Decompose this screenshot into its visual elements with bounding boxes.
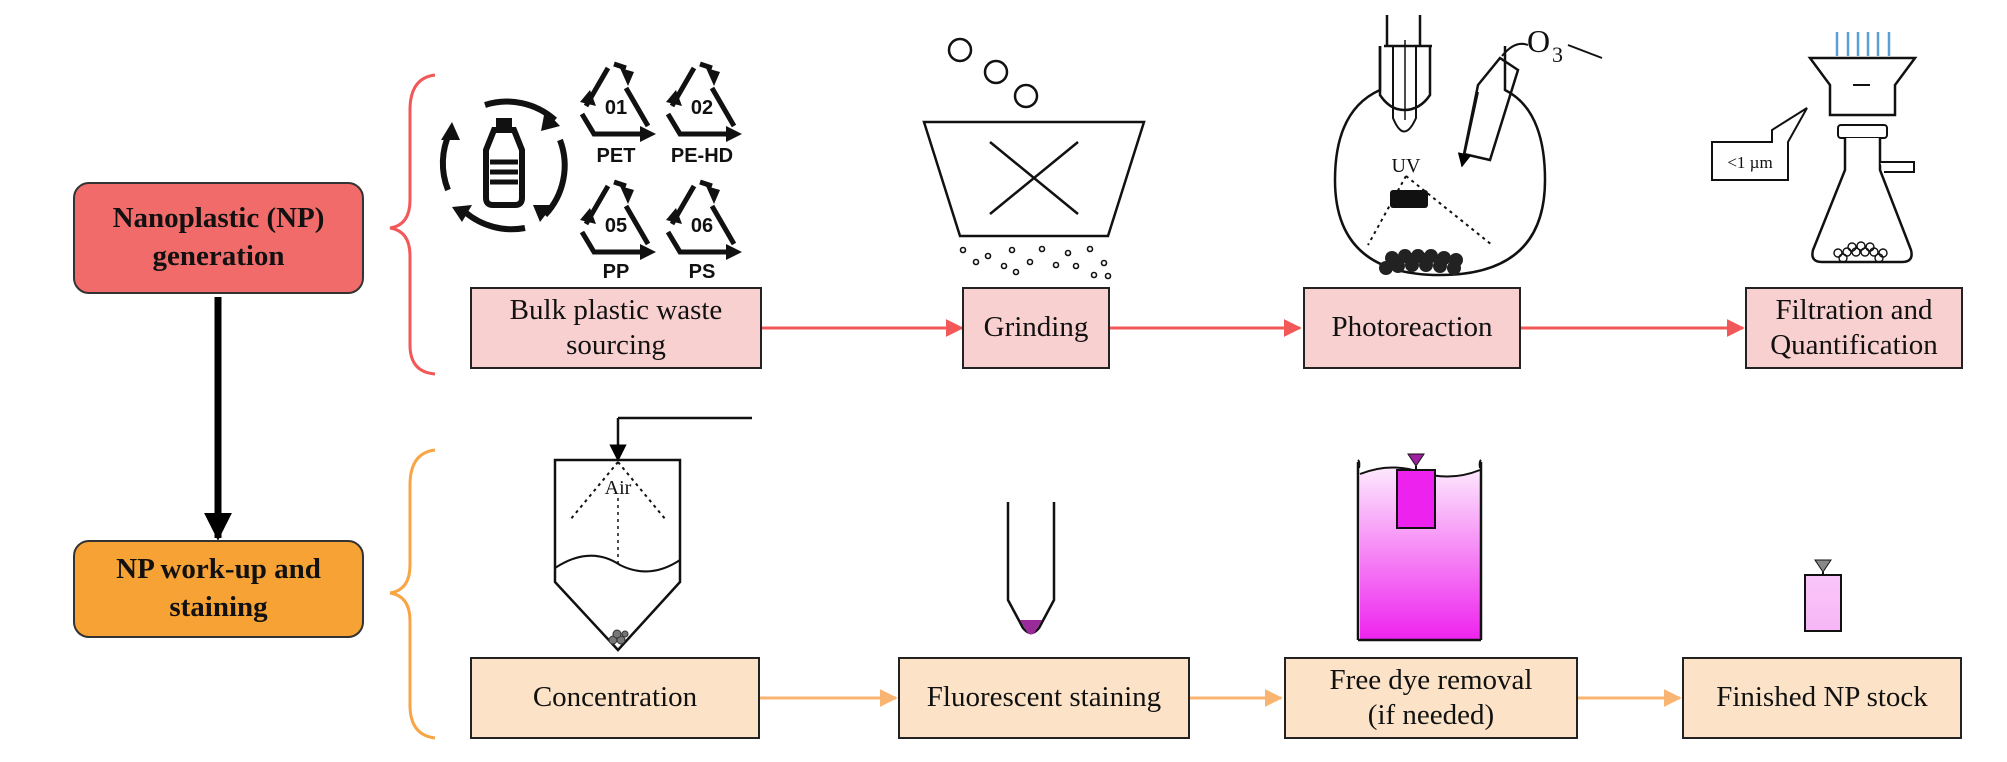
generation-phase-box: Nanoplastic (NP) generation bbox=[73, 182, 364, 294]
dialysis-beaker-icon bbox=[1356, 453, 1483, 642]
step-label-line2: (if needed) bbox=[1367, 699, 1495, 731]
concentrator-vessel-icon: Air bbox=[553, 416, 752, 652]
workup-brace bbox=[389, 448, 436, 740]
grinder-icon bbox=[922, 37, 1146, 280]
recycling-code-number: 05 bbox=[605, 215, 627, 237]
filter-size-label: <1 µm bbox=[1727, 153, 1772, 172]
recycling-code-name: PET bbox=[597, 145, 636, 167]
uv-label: UV bbox=[1392, 155, 1421, 177]
step-label-line1: Filtration and bbox=[1775, 293, 1933, 326]
step-label-line1: Bulk plastic waste bbox=[509, 293, 723, 326]
nanoplastic-vial-icon bbox=[1804, 559, 1842, 632]
step-label-line1: Concentration bbox=[532, 681, 698, 714]
generation-phase-label: Nanoplastic (NP) generation bbox=[112, 202, 325, 272]
step-photoreaction: Photoreaction bbox=[1303, 287, 1521, 369]
step-free-dye-removal: Free dye removal (if needed) bbox=[1284, 657, 1578, 739]
step-label-line2: Quantification bbox=[1770, 329, 1938, 361]
step-label-line2: sourcing bbox=[566, 329, 666, 361]
step-label-line1: Grinding bbox=[983, 311, 1089, 344]
air-label: Air bbox=[605, 477, 632, 499]
ozone-subscript: 3 bbox=[1552, 42, 1563, 67]
recycling-code-number: 01 bbox=[605, 97, 627, 119]
recycling-code-name: PS bbox=[689, 261, 716, 283]
workup-phase-label: NP work-up and staining bbox=[116, 553, 321, 623]
ozone-label: O bbox=[1527, 23, 1550, 59]
step-label-line1: Finished NP stock bbox=[1716, 681, 1928, 714]
step-grinding: Grinding bbox=[962, 287, 1110, 369]
recycling-code-name: PP bbox=[603, 261, 630, 283]
generation-brace bbox=[389, 73, 436, 376]
recycling-code-name: PE-HD bbox=[671, 145, 733, 167]
step-label-line1: Photoreaction bbox=[1331, 311, 1493, 344]
step-concentration: Concentration bbox=[470, 657, 760, 739]
step-finished-stock: Finished NP stock bbox=[1682, 657, 1962, 739]
step-bulk-sourcing: Bulk plastic waste sourcing bbox=[470, 287, 762, 369]
filtration-flask-icon bbox=[1807, 32, 1918, 264]
recycling-code-number: 06 bbox=[691, 215, 713, 237]
photoreactor-flask-icon: O 3 UV bbox=[1333, 15, 1603, 277]
recycling-code-number: 02 bbox=[691, 97, 713, 119]
step-label-line1: Fluorescent staining bbox=[926, 681, 1162, 714]
filter-size-callout: <1 µm bbox=[1711, 107, 1808, 181]
recycle-bottle-icon bbox=[439, 98, 568, 233]
stained-tube-icon bbox=[1006, 502, 1056, 635]
step-fluorescent-staining: Fluorescent staining bbox=[898, 657, 1190, 739]
step-label-line1: Free dye removal bbox=[1329, 663, 1533, 696]
workup-phase-box: NP work-up and staining bbox=[73, 540, 364, 638]
step-filtration: Filtration and Quantification bbox=[1745, 287, 1963, 369]
